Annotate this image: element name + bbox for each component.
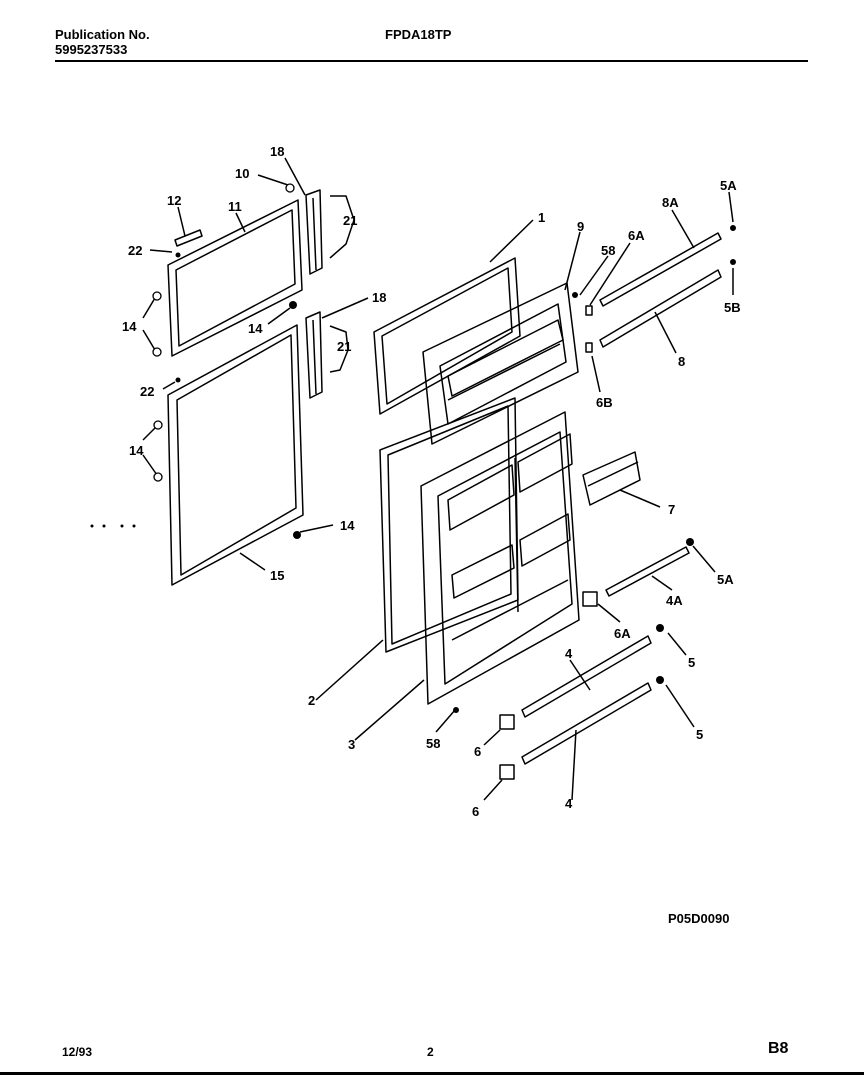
- header-rule: [55, 60, 808, 62]
- callout-6: 6: [472, 804, 479, 819]
- end-cap-6A: [585, 305, 593, 316]
- callout-11: 11: [228, 199, 242, 214]
- callout-5: 5: [696, 727, 703, 742]
- callout-15: 15: [270, 568, 284, 583]
- fresh-food-door: [420, 411, 580, 705]
- callout-6B: 6B: [596, 395, 613, 410]
- callout-21: 21: [337, 339, 351, 354]
- hinge-bracket-lower: [305, 311, 323, 399]
- callout-9: 9: [577, 219, 584, 234]
- callout-6A: 6A: [614, 626, 631, 641]
- cap-5B: [730, 259, 736, 265]
- fresh-food-gasket: [167, 324, 304, 586]
- callout-8: 8: [678, 354, 685, 369]
- bushing: [289, 301, 297, 309]
- footer-date: 12/93: [62, 1045, 93, 1059]
- cap-5A-upper: [730, 225, 736, 231]
- callout-14: 14: [340, 518, 355, 533]
- shelf-rail-4A: [605, 546, 690, 597]
- callout-58: 58: [426, 736, 440, 751]
- callout-5A: 5A: [720, 178, 737, 193]
- callout-8A: 8A: [662, 195, 679, 210]
- handle-trim-piece: [174, 229, 203, 247]
- diagram-code: P05D0090: [668, 911, 729, 926]
- callout-5B: 5B: [724, 300, 741, 315]
- callout-2: 2: [308, 693, 315, 708]
- screw-22: [175, 252, 181, 258]
- bottom-border: [0, 1072, 864, 1075]
- hinge-bracket-upper: [305, 189, 323, 275]
- callout-10: 10: [235, 166, 249, 181]
- callout-12: 12: [167, 193, 181, 208]
- shelf-rail-8: [599, 269, 722, 348]
- callout-18: 18: [270, 144, 284, 159]
- callout-22: 22: [140, 384, 154, 399]
- cap-5-lower: [656, 676, 664, 684]
- freezer-door-liner: [373, 257, 521, 415]
- plug-circle: [153, 420, 163, 430]
- callout-14: 14: [129, 443, 144, 458]
- screw-22: [175, 377, 181, 383]
- bushing: [293, 531, 301, 539]
- callout-5: 5: [688, 655, 695, 670]
- callout-6A: 6A: [628, 228, 645, 243]
- end-cap-6-lower: [499, 764, 515, 780]
- plug-circle: [152, 291, 162, 301]
- screw: [572, 292, 578, 298]
- footer-page-number: 2: [427, 1045, 434, 1059]
- callout-18: 18: [372, 290, 386, 305]
- cap-5-upper: [656, 624, 664, 632]
- callout-5A: 5A: [717, 572, 734, 587]
- plug-circle: [285, 183, 295, 193]
- callout-4: 4: [565, 646, 573, 661]
- callout-1: 1: [538, 210, 545, 225]
- shelf-rail-4-upper: [521, 635, 652, 718]
- callout-58: 58: [601, 243, 615, 258]
- end-cap-6A-lower: [582, 591, 598, 607]
- freezer-door: [422, 282, 579, 445]
- dairy-door: [582, 451, 641, 506]
- screw: [453, 707, 459, 713]
- footer-section-code: B8: [768, 1040, 789, 1057]
- callout-4: 4: [565, 796, 573, 811]
- plug-circle: [153, 472, 163, 482]
- callout-14: 14: [248, 321, 263, 336]
- end-cap-6-upper: [499, 714, 515, 730]
- callout-14: 14: [122, 319, 137, 334]
- callout-4A: 4A: [666, 593, 683, 608]
- callout-6: 6: [474, 744, 481, 759]
- callout-22: 22: [128, 243, 142, 258]
- publication-number: 5995237533: [55, 42, 128, 57]
- shelf-rail-4-lower: [521, 682, 652, 765]
- shelf-rail-8A: [599, 232, 722, 307]
- publication-label: Publication No.: [55, 27, 150, 42]
- model-number: FPDA18TP: [385, 27, 452, 42]
- plug-circle: [152, 347, 162, 357]
- callout-3: 3: [348, 737, 355, 752]
- callout-21: 21: [343, 213, 357, 228]
- end-cap-6B: [585, 342, 593, 353]
- cap-5A-lower: [686, 538, 694, 546]
- callout-7: 7: [668, 502, 675, 517]
- freezer-gasket: [167, 199, 303, 357]
